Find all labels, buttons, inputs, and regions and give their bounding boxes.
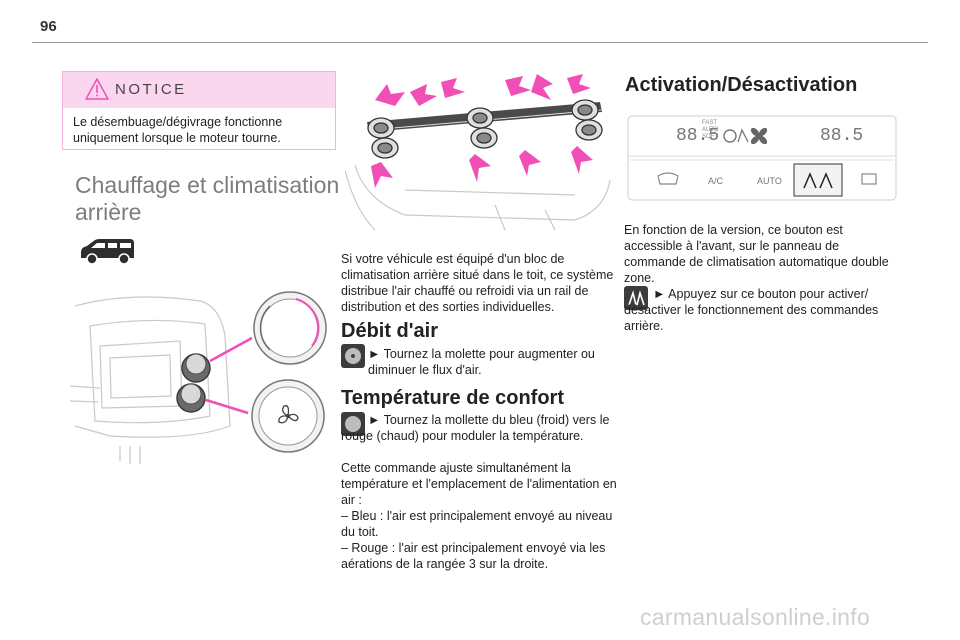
temp-text-1: ► Tournez la mollette du bleu (froid) ve… (341, 413, 610, 443)
auto-button[interactable]: AUTO (757, 176, 782, 186)
temp-item-blue: – Bleu : l'air est principalement envoyé… (341, 509, 613, 539)
rear-control-illustration (70, 291, 327, 464)
watermark: carmanualsonline.info (640, 604, 871, 630)
notice-text: Le désembuage/dégivrage fonctionne uniqu… (73, 115, 283, 145)
auto-label: AUTO (702, 127, 719, 133)
recirculation-icon (723, 129, 737, 143)
temperature-knob-icon (341, 412, 365, 436)
debit-title: Débit d'air (341, 320, 438, 342)
notice-box: NOTICE Le désembuage/dégivrage fonctionn… (62, 71, 336, 150)
warning-icon (85, 78, 109, 100)
fan-knob-icon (341, 344, 365, 368)
activation-text-1: En fonction de la version, ce bouton est… (624, 223, 889, 285)
temp-title: Température de confort (341, 387, 564, 409)
fast-label: FAST (702, 120, 718, 126)
vent (367, 99, 603, 159)
activation-title: Activation/Désactivation (625, 74, 858, 96)
small-knobs (176, 353, 211, 413)
temp-text-2: Cette commande ajuste simultanément la t… (341, 461, 617, 507)
header-rule (32, 42, 928, 43)
roof-vents-illustration (345, 74, 611, 231)
ac-button[interactable]: A/C (708, 176, 724, 186)
soft-label: SOFT (702, 134, 718, 140)
control-panel-illustration: 88.5 FAST AUTO SOFT 88.5 A/C AUTO (624, 112, 900, 204)
temp-item-red: – Rouge : l'air est principalement envoy… (341, 541, 606, 571)
debit-text: ► Tournez la molette pour augmenter ou d… (368, 347, 595, 377)
intro-paragraph: Si votre véhicule est équipé d'un bloc d… (341, 252, 614, 314)
page-number: 96 (40, 18, 57, 35)
fast-auto-soft-labels: FAST AUTO SOFT (702, 120, 719, 141)
fan-icon (750, 127, 768, 145)
activation-text-2: ► Appuyez sur ce bouton pour activer/ dé… (624, 287, 879, 333)
fan-icon (278, 405, 299, 424)
rear-climate-icon (803, 172, 833, 189)
rear-climate-button-icon (624, 286, 648, 310)
display-right: 88.5 (820, 126, 864, 146)
defrost-rear-icon (861, 173, 877, 185)
defrost-front-icon (657, 172, 679, 185)
rear-seat-icon (737, 128, 749, 143)
display-left: 88.5 (676, 126, 720, 146)
section-title: Chauffage et climatisation arrière (75, 172, 340, 225)
airflow-arrows (371, 74, 593, 188)
notice-header: NOTICE (63, 72, 335, 108)
van-icon (81, 239, 134, 265)
notice-title: NOTICE (115, 81, 187, 98)
